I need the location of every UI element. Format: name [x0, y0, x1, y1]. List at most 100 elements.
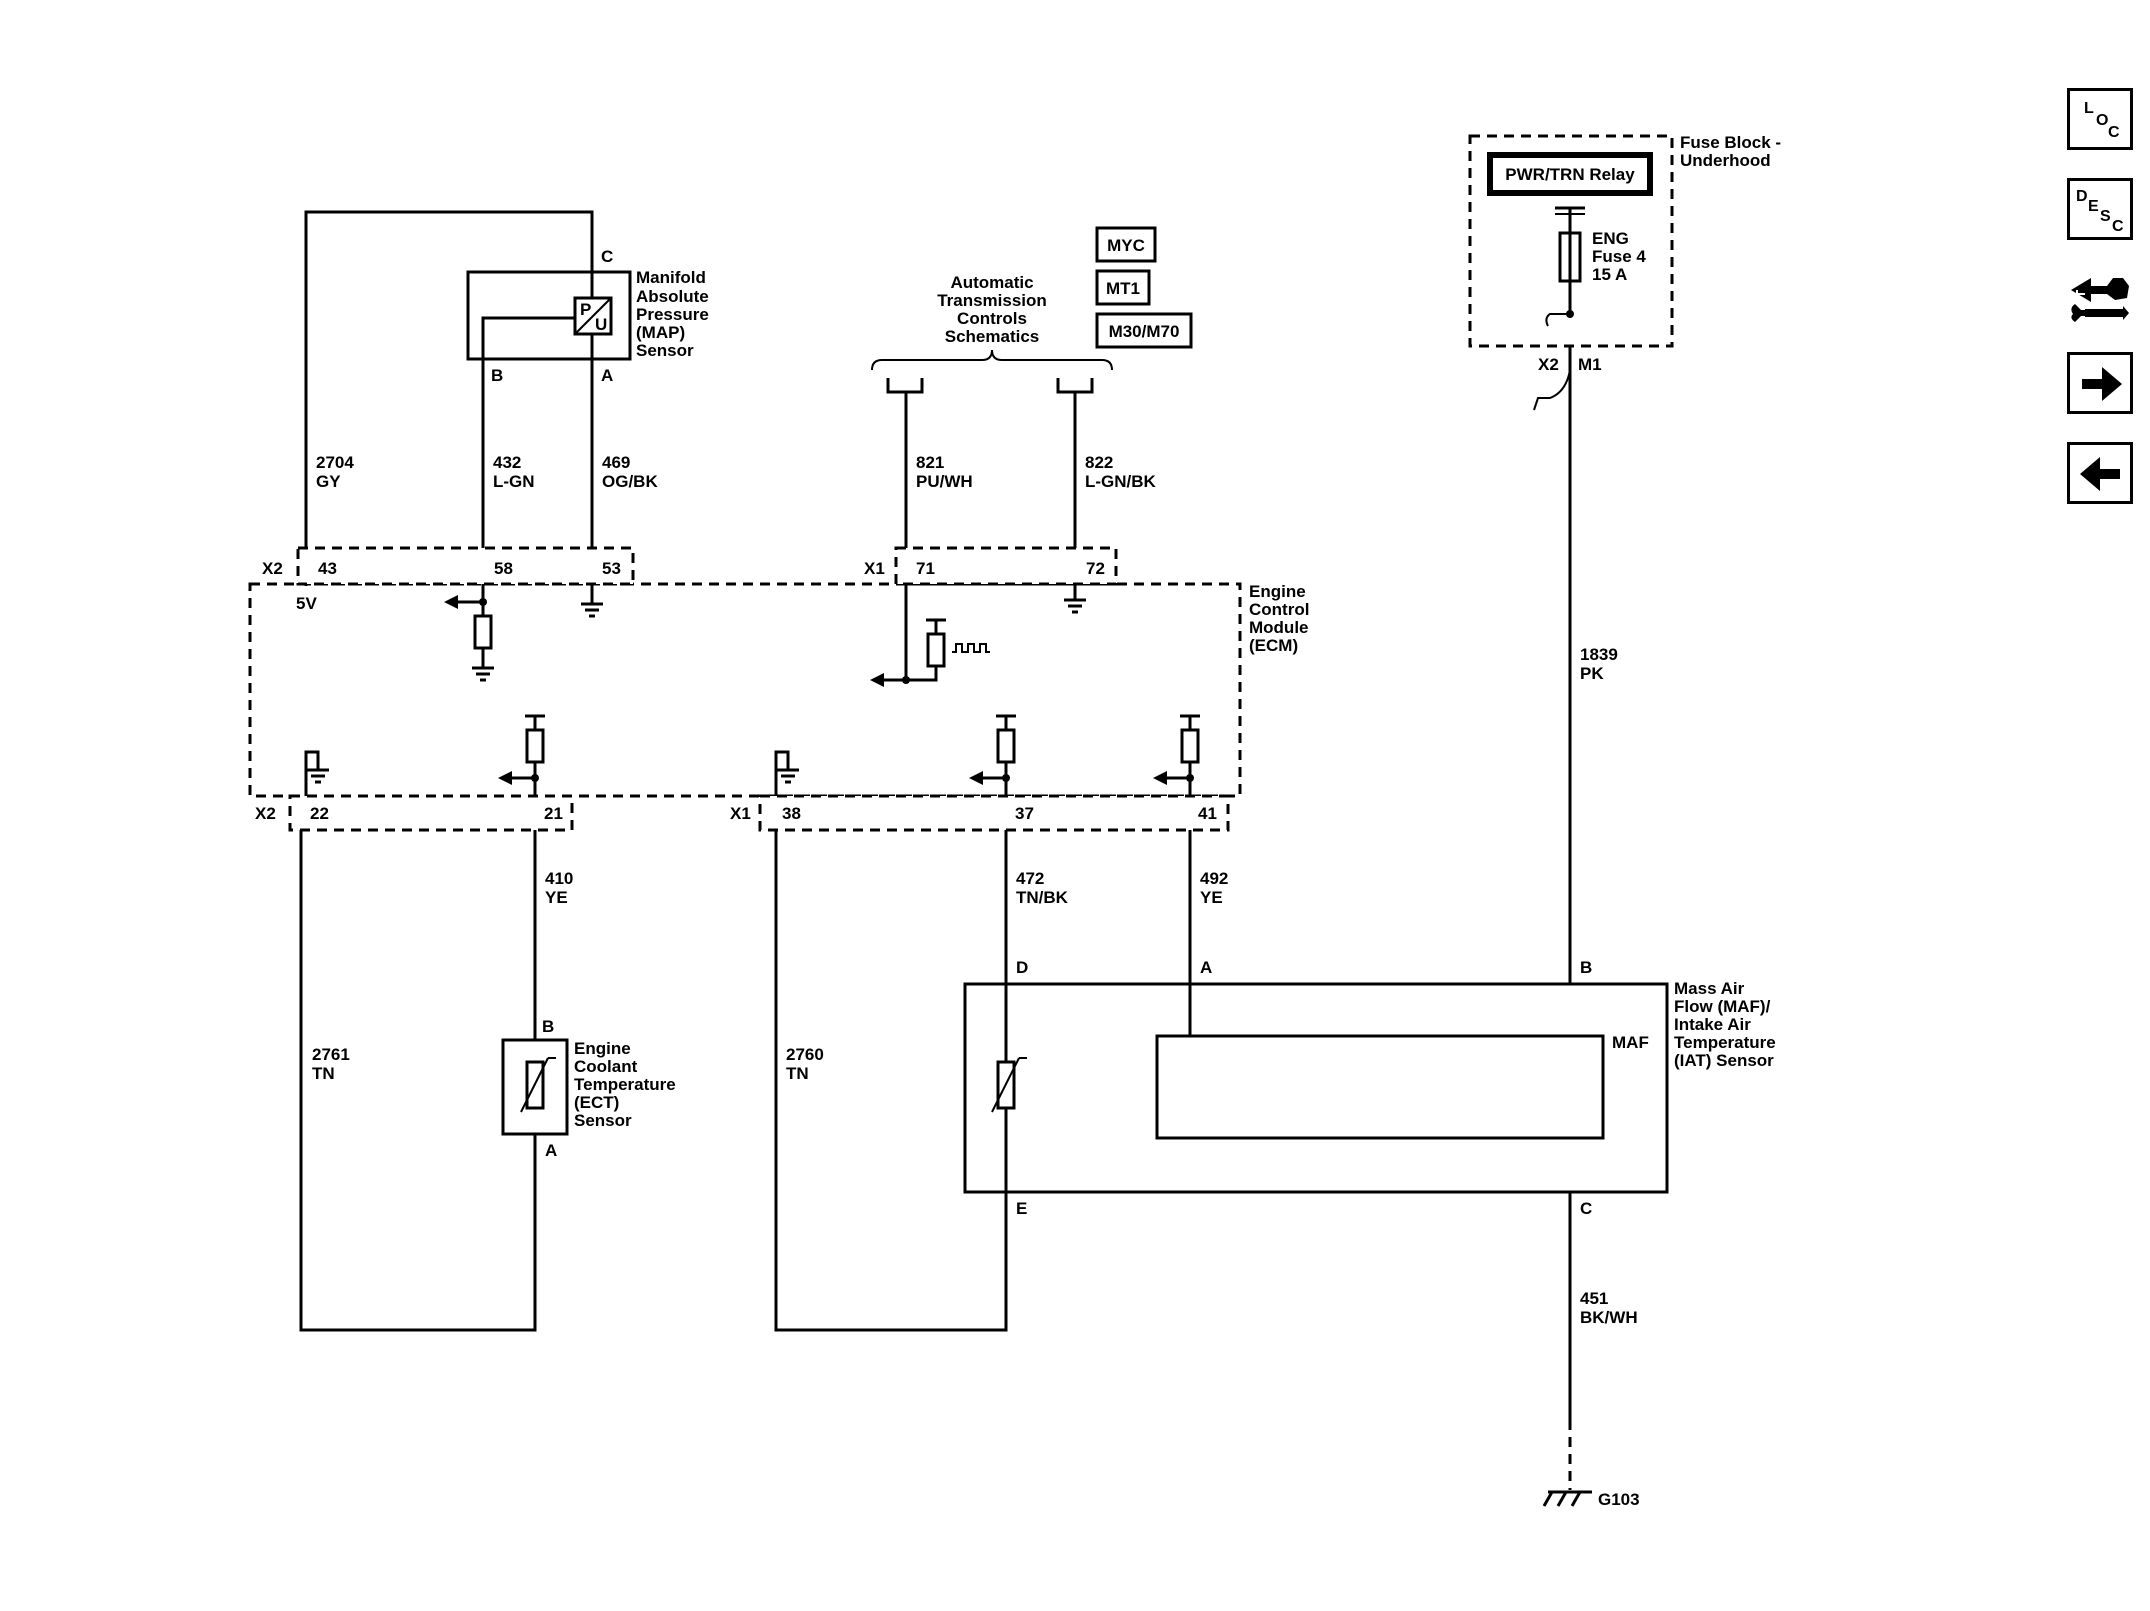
map-sensor-label-4: (MAP): [636, 323, 685, 342]
wire-821-color: PU/WH: [916, 472, 973, 491]
ground-label: G103: [1598, 1490, 1640, 1509]
fuse-block-underhood: Fuse Block - Underhood PWR/TRN Relay ENG…: [1468, 133, 1781, 348]
trans-schematic-ref: Automatic Transmission Controls Schemati…: [871, 273, 1113, 394]
location-button[interactable]: L O C: [2067, 88, 2133, 150]
description-button[interactable]: D E S C: [2067, 178, 2133, 240]
svg-text:Engine: Engine: [1249, 582, 1306, 601]
svg-text:ENG: ENG: [1592, 229, 1629, 248]
map-sensor-label-5: Sensor: [636, 341, 694, 360]
svg-text:(ECT): (ECT): [574, 1093, 619, 1112]
svg-text:Fuse Block -: Fuse Block -: [1680, 133, 1781, 152]
ect-pin-a: A: [545, 1141, 557, 1160]
arrow-right-icon: [2082, 367, 2122, 401]
svg-text:15 A: 15 A: [1592, 265, 1627, 284]
svg-text:Schematics: Schematics: [945, 327, 1040, 346]
ecm-module: Engine Control Module (ECM) X2 43 58 53 …: [248, 546, 1309, 832]
map-pin-a: A: [601, 366, 613, 385]
relay-label: PWR/TRN Relay: [1505, 165, 1635, 184]
maf-pin-e: E: [1016, 1199, 1027, 1218]
wire-822-number: 822: [1085, 453, 1113, 472]
loc-letter-l: L: [2084, 100, 2094, 117]
x1-upper-label: X1: [864, 559, 885, 578]
svg-text:38: 38: [782, 804, 801, 823]
svg-text:Coolant: Coolant: [574, 1057, 638, 1076]
desc-letter-s: S: [2100, 208, 2111, 225]
maf-pin-a: A: [1200, 958, 1212, 977]
wire-2761-color: TN: [312, 1064, 335, 1083]
svg-text:Module: Module: [1249, 618, 1309, 637]
desc-letter-d: D: [2076, 188, 2088, 205]
wire-822-color: L-GN/BK: [1085, 472, 1157, 491]
wire-821-number: 821: [916, 453, 944, 472]
svg-text:Temperature: Temperature: [1674, 1033, 1776, 1052]
maf-pin-b: B: [1580, 958, 1592, 977]
wire-492-number: 492: [1200, 869, 1228, 888]
wire-410-number: 410: [545, 869, 573, 888]
connector-x2-fuse: X2: [1538, 355, 1559, 374]
x2-lower-label: X2: [255, 804, 276, 823]
previous-button[interactable]: [2067, 442, 2133, 504]
connector-break: [1533, 369, 1571, 411]
svg-text:Transmission: Transmission: [937, 291, 1047, 310]
wire-451-color: BK/WH: [1580, 1308, 1638, 1327]
map-pin-b: B: [491, 366, 503, 385]
map-pin-c: C: [601, 247, 613, 266]
wire-492-color: YE: [1200, 888, 1223, 907]
desc-letter-e: E: [2088, 198, 2099, 215]
loc-letter-c: C: [2108, 124, 2120, 141]
x2-upper-label: X2: [262, 559, 283, 578]
wire-2704-number: 2704: [316, 453, 354, 472]
svg-text:P: P: [580, 300, 591, 319]
wire-2760: [774, 830, 1008, 1332]
svg-text:(ECM): (ECM): [1249, 636, 1298, 655]
loc-letter-o: O: [2096, 112, 2108, 129]
wire-1839-number: 1839: [1580, 645, 1618, 664]
wire-2704: [304, 210, 594, 548]
wire-432-color: L-GN: [493, 472, 535, 491]
connector-wrench-icon[interactable]: [2067, 264, 2133, 336]
svg-text:Control: Control: [1249, 600, 1309, 619]
svg-text:72: 72: [1086, 559, 1105, 578]
ref-5v: 5V: [296, 594, 317, 613]
svg-text:Sensor: Sensor: [574, 1111, 632, 1130]
svg-text:Flow (MAF)/: Flow (MAF)/: [1674, 997, 1771, 1016]
x1-lower-label: X1: [730, 804, 751, 823]
svg-text:Temperature: Temperature: [574, 1075, 676, 1094]
wire-432: [481, 316, 575, 600]
wire-2761: [299, 830, 537, 1332]
ect-sensor: B A Engine Coolant Temperature (ECT) Sen…: [501, 1017, 676, 1160]
map-sensor-label-2: Absolute: [636, 287, 709, 306]
arrow-left-icon: [2080, 457, 2120, 491]
maf-pin-d: D: [1016, 958, 1028, 977]
svg-text:21: 21: [544, 804, 563, 823]
wire-469-color: OG/BK: [602, 472, 658, 491]
svg-text:Automatic: Automatic: [950, 273, 1033, 292]
map-sensor: A P U Manifold Absolute Pressure (MAP) S…: [466, 247, 709, 385]
ecm-internal-circuits: [304, 584, 1200, 796]
option-codes: MYC MT1 M30/M70: [1095, 226, 1193, 349]
svg-text:43: 43: [318, 559, 337, 578]
svg-text:41: 41: [1198, 804, 1217, 823]
next-button[interactable]: [2067, 352, 2133, 414]
svg-text:Engine: Engine: [574, 1039, 631, 1058]
svg-text:Underhood: Underhood: [1680, 151, 1771, 170]
svg-text:Fuse 4: Fuse 4: [1592, 247, 1646, 266]
wire-1839-color: PK: [1580, 664, 1604, 683]
ground-g103: G103: [1542, 1490, 1640, 1509]
map-sensor-label-3: Pressure: [636, 305, 709, 324]
wire-469-number: 469: [602, 453, 630, 472]
wire-2760-number: 2760: [786, 1045, 824, 1064]
wire-472-color: TN/BK: [1016, 888, 1069, 907]
connector-m1: M1: [1578, 355, 1602, 374]
map-sensor-label-1: Manifold: [636, 268, 706, 287]
svg-text:58: 58: [494, 559, 513, 578]
maf-pin-c: C: [1580, 1199, 1592, 1218]
svg-text:Mass Air: Mass Air: [1674, 979, 1745, 998]
svg-text:(IAT) Sensor: (IAT) Sensor: [1674, 1051, 1774, 1070]
wire-451-number: 451: [1580, 1289, 1608, 1308]
wire-2760-color: TN: [786, 1064, 809, 1083]
svg-text:U: U: [595, 315, 607, 334]
desc-letter-c: C: [2112, 218, 2124, 235]
svg-text:53: 53: [602, 559, 621, 578]
